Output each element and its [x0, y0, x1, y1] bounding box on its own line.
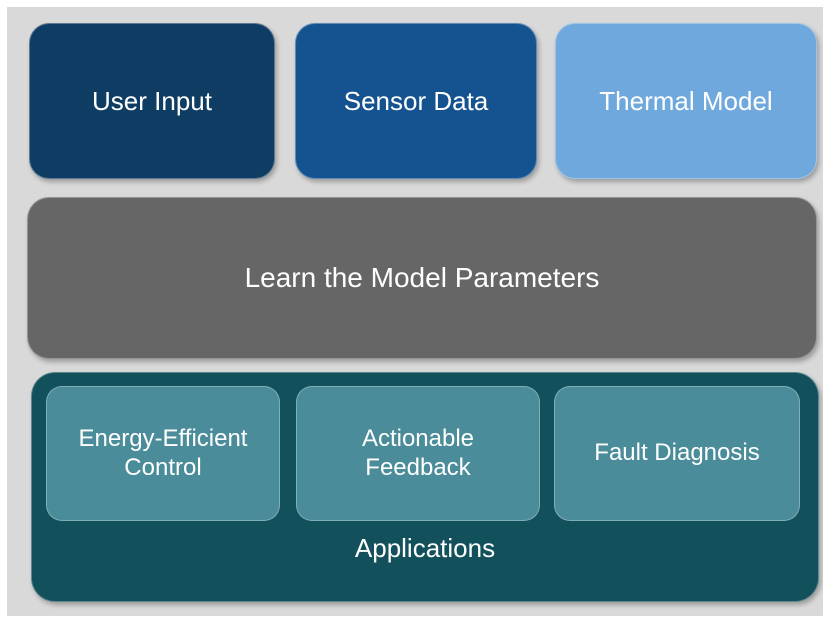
- box-applications-container[interactable]: Energy-Efficient Control Actionable Feed…: [31, 372, 819, 602]
- box-sensor-data[interactable]: Sensor Data: [295, 23, 537, 179]
- box-thermal-model[interactable]: Thermal Model: [555, 23, 817, 179]
- applications-label: Applications: [354, 533, 496, 563]
- box-energy-efficient-control[interactable]: Energy-Efficient Control: [46, 386, 280, 521]
- box-actionable-feedback[interactable]: Actionable Feedback: [296, 386, 540, 521]
- box-learn-model-parameters[interactable]: Learn the Model Parameters: [27, 197, 817, 359]
- box-fault-diagnosis[interactable]: Fault Diagnosis: [554, 386, 800, 521]
- box-user-input[interactable]: User Input: [29, 23, 275, 179]
